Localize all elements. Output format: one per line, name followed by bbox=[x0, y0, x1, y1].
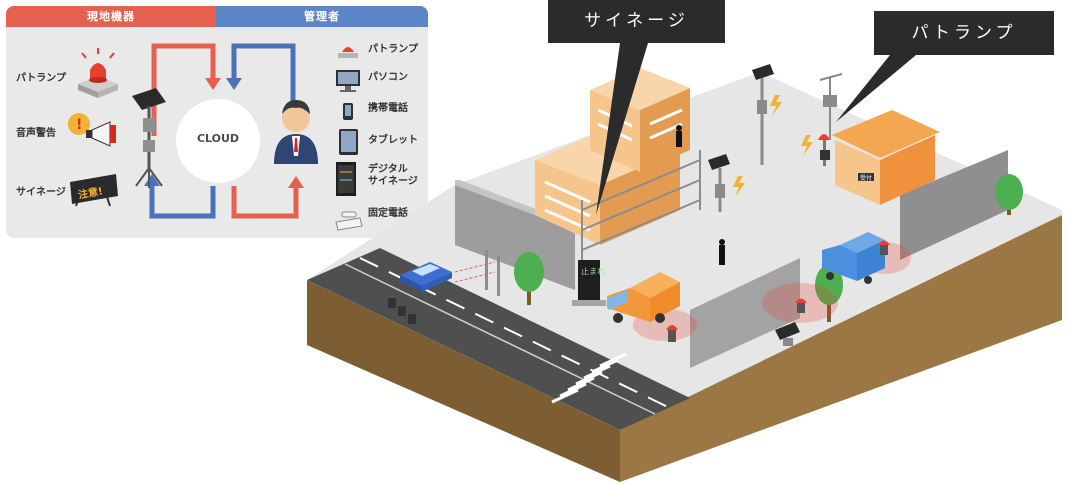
soil-front bbox=[307, 280, 620, 482]
gate-sensor-beams bbox=[454, 261, 496, 283]
signage-text: 止まれ bbox=[581, 266, 605, 276]
panel-graphics: ! 注意! bbox=[68, 43, 363, 231]
scaffold-structure bbox=[581, 150, 701, 260]
roadside-sensors bbox=[388, 298, 416, 324]
tree-icon bbox=[995, 174, 1023, 215]
digital-signage-board: 止まれ bbox=[572, 260, 606, 306]
local-devices-header: 現地機器 bbox=[6, 6, 216, 27]
tablet-icon bbox=[339, 129, 358, 155]
digital-signage-icon bbox=[336, 162, 356, 196]
lightning-icon bbox=[733, 95, 813, 197]
admin-device-label: 携帯電話 bbox=[368, 103, 408, 114]
soil-side bbox=[620, 215, 1062, 482]
patlamp-icon bbox=[818, 134, 830, 166]
office-sign bbox=[858, 173, 874, 181]
wall-front bbox=[690, 258, 800, 368]
solar-sensor-unit-icon bbox=[132, 88, 166, 188]
orange-truck-icon bbox=[607, 272, 680, 323]
local-device-label: サイネージ bbox=[16, 187, 66, 198]
worker-silhouette bbox=[676, 125, 725, 265]
admin-device-label: 固定電話 bbox=[368, 208, 408, 219]
arrow-cloud-to-local bbox=[149, 184, 216, 219]
patlamp-icon bbox=[878, 240, 890, 255]
arrow-admin-to-cloud bbox=[231, 43, 296, 101]
solar-sensor-unit-icon bbox=[775, 322, 800, 346]
callout-signage: サイネージ bbox=[548, 0, 725, 43]
admin-device-label: パトランプ bbox=[368, 44, 418, 55]
svg-text:!: ! bbox=[76, 117, 82, 133]
arrow-cloud-to-admin bbox=[231, 186, 299, 219]
office-right-face bbox=[880, 135, 935, 205]
landline-phone-icon bbox=[335, 211, 363, 231]
building-left-face bbox=[535, 160, 600, 245]
office-sign-text: 受付 bbox=[860, 174, 872, 182]
road-center-line bbox=[359, 257, 671, 409]
mobile-phone-icon bbox=[343, 103, 353, 120]
pc-monitor-icon bbox=[336, 70, 360, 92]
solar-sensor-pole bbox=[708, 154, 730, 212]
admin-header: 管理者 bbox=[216, 6, 428, 27]
patlamp-icon bbox=[78, 48, 118, 98]
system-overview-panel: 現地機器 管理者 bbox=[6, 6, 428, 238]
car-icon bbox=[400, 262, 452, 292]
office-roof bbox=[832, 110, 940, 158]
road-line bbox=[344, 263, 656, 415]
patlamp-small-icon bbox=[338, 47, 358, 58]
callout-pointer-signage bbox=[596, 43, 648, 215]
arrow-head-icon bbox=[288, 176, 304, 188]
weather-station-pole bbox=[819, 73, 843, 140]
signboard-icon: 注意! bbox=[70, 174, 118, 207]
wall-right bbox=[900, 150, 1008, 260]
cloud-icon bbox=[176, 99, 260, 183]
crosswalk bbox=[551, 352, 627, 404]
blue-truck-icon bbox=[822, 232, 885, 284]
tree-icon bbox=[815, 265, 843, 322]
tree-icon bbox=[514, 252, 544, 305]
voice-warning-icon: ! bbox=[68, 113, 116, 147]
gate-posts bbox=[485, 250, 500, 296]
admin-device-label: パソコン bbox=[368, 72, 408, 83]
building-right-face bbox=[600, 150, 680, 245]
arrow-head-icon bbox=[205, 78, 221, 90]
local-device-label: パトランプ bbox=[16, 73, 66, 84]
wall-left bbox=[455, 185, 575, 290]
arrow-head-icon bbox=[226, 78, 242, 90]
cloud-label: CLOUD bbox=[196, 132, 240, 145]
callout-patlamp: パトランプ bbox=[874, 11, 1054, 55]
admin-device-label: デジタル サイネージ bbox=[368, 164, 418, 187]
admin-device-label: タブレット bbox=[368, 135, 418, 146]
callout-pointer-patlamp bbox=[836, 55, 916, 122]
solar-sensor-pole bbox=[752, 64, 774, 165]
signboard-text: 注意! bbox=[77, 184, 103, 201]
office-left-face bbox=[835, 140, 880, 205]
local-device-label: 音声警告 bbox=[16, 128, 56, 139]
patlamp-icon bbox=[666, 325, 678, 342]
patlamp-icon bbox=[795, 298, 807, 313]
administrator-icon bbox=[274, 100, 318, 164]
